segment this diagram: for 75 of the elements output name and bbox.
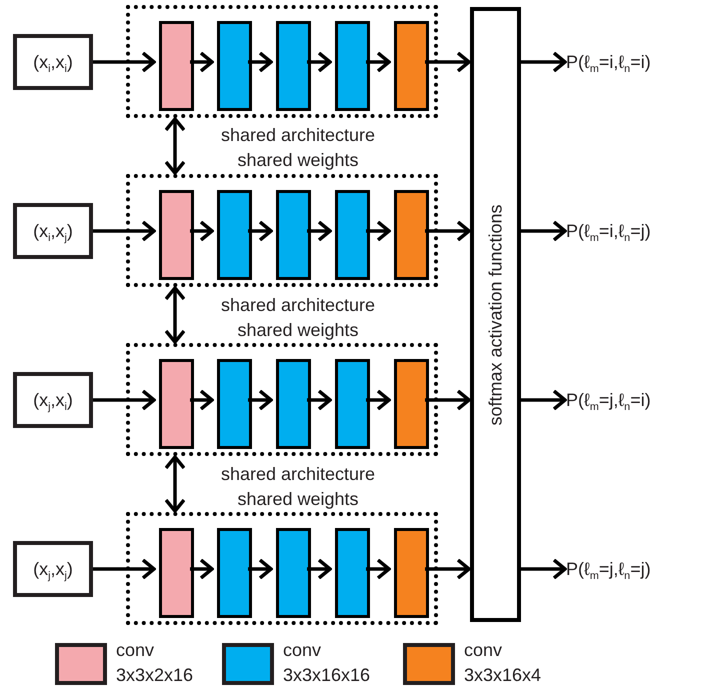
- input-box: [13, 203, 93, 259]
- conv-layer-block: [335, 190, 370, 280]
- arrow: [307, 389, 332, 411]
- arrow: [164, 455, 186, 513]
- arrow: [93, 558, 156, 580]
- arrow: [190, 558, 214, 580]
- arrow: [521, 220, 567, 242]
- conv-layer-block: [217, 359, 252, 449]
- conv-layer-block: [159, 359, 194, 449]
- output-probability-label: P(ℓ$_{m}$=j,ℓ$_{n}$=i): [566, 387, 651, 413]
- conv-layer-block: [335, 528, 370, 618]
- output-probability-label: P(ℓ$_{m}$=i,ℓ$_{n}$=j): [566, 218, 651, 244]
- shared-weights-note: shared architecture shared weights: [220, 124, 376, 172]
- arrow: [307, 558, 332, 580]
- arrow: [190, 51, 214, 73]
- arrow: [93, 51, 156, 73]
- conv-layer-block: [276, 359, 311, 449]
- arrow: [521, 389, 567, 411]
- input-pair-text: (x$_{i}$,x$_{j}$): [33, 220, 73, 242]
- arrow: [366, 558, 391, 580]
- arrow: [521, 51, 567, 73]
- conv-layer-block: [159, 21, 194, 111]
- conv-layer-block: [217, 21, 252, 111]
- input-box: [13, 34, 93, 90]
- arrow: [248, 558, 273, 580]
- output-probability-label: P(ℓ$_{m}$=j,ℓ$_{n}$=j): [566, 556, 651, 582]
- arrow: [521, 558, 567, 580]
- conv-layer-block: [159, 190, 194, 280]
- arrow: [307, 220, 332, 242]
- input-box: [13, 372, 93, 428]
- arrow: [248, 389, 273, 411]
- dashed-group-box: [126, 5, 438, 118]
- dashed-group-box: [126, 512, 438, 625]
- softmax-box: [470, 7, 521, 622]
- legend-text: conv 3x3x2x16: [116, 639, 194, 687]
- conv-layer-block: [217, 190, 252, 280]
- conv-layer-block: [217, 528, 252, 618]
- arrow: [425, 389, 471, 411]
- arrow: [248, 220, 273, 242]
- arrow: [366, 220, 391, 242]
- softmax-label: softmax activation functions: [485, 204, 506, 426]
- input-pair-text: (x$_{j}$,x$_{i}$): [33, 390, 73, 410]
- conv-layer-block: [276, 21, 311, 111]
- dashed-group-box: [126, 174, 438, 287]
- input-box: [13, 541, 93, 597]
- conv-layer-block: [394, 359, 429, 449]
- arrow: [366, 389, 391, 411]
- output-probability-label: P(ℓ$_{m}$=i,ℓ$_{n}$=i): [566, 49, 651, 75]
- shared-weights-note: shared architecture shared weights: [220, 294, 376, 342]
- conv-layer-block: [335, 21, 370, 111]
- legend-text: conv 3x3x16x16: [283, 639, 370, 687]
- arrow: [307, 51, 332, 73]
- arrow: [164, 117, 186, 175]
- shared-weights-note: shared architecture shared weights: [220, 463, 376, 511]
- arrow: [366, 51, 391, 73]
- conv-layer-block: [335, 359, 370, 449]
- arrow: [93, 220, 156, 242]
- conv-layer-block: [394, 528, 429, 618]
- conv-layer-block: [276, 190, 311, 280]
- arrow: [248, 51, 273, 73]
- arrow: [164, 286, 186, 344]
- dashed-group-box: [126, 343, 438, 456]
- arrow: [425, 220, 471, 242]
- conv-layer-block: [394, 21, 429, 111]
- legend-text: conv 3x3x16x4: [464, 639, 542, 687]
- arrow: [425, 558, 471, 580]
- input-pair-text: (x$_{i}$,x$_{i}$): [33, 52, 73, 72]
- conv-layer-block: [159, 528, 194, 618]
- arrow: [93, 389, 156, 411]
- arrow: [425, 51, 471, 73]
- input-pair-text: (x$_{j}$,x$_{j}$): [33, 558, 73, 580]
- arrow: [190, 220, 214, 242]
- arrow: [190, 389, 214, 411]
- conv-layer-block: [276, 528, 311, 618]
- conv-layer-block: [394, 190, 429, 280]
